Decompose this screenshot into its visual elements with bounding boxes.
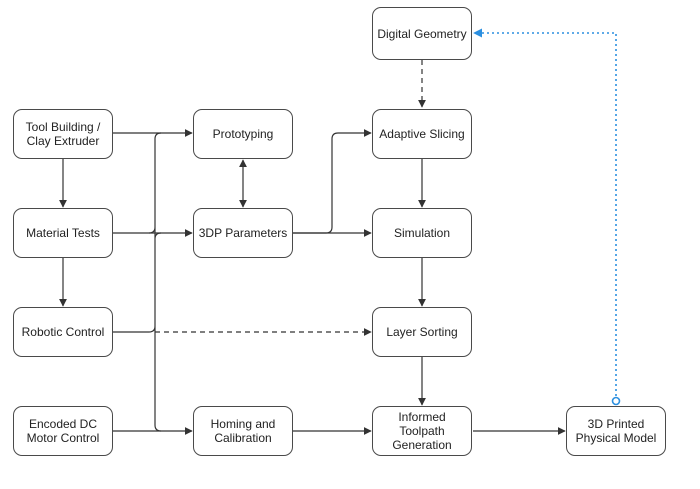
node-tool-building: Tool Building / Clay Extruder xyxy=(13,109,113,159)
node-label: Robotic Control xyxy=(21,325,105,339)
node-label: Layer Sorting xyxy=(386,325,458,339)
node-robotic-control: Robotic Control xyxy=(13,307,113,357)
node-3d-printed-model: 3D Printed Physical Model xyxy=(566,406,666,456)
node-encoded-dc: Encoded DC Motor Control xyxy=(13,406,113,456)
node-label: Encoded DC Motor Control xyxy=(26,417,100,445)
node-adaptive-slicing: Adaptive Slicing xyxy=(372,109,472,159)
node-label: Homing and Calibration xyxy=(210,417,276,445)
node-homing-calibration: Homing and Calibration xyxy=(193,406,293,456)
node-simulation: Simulation xyxy=(372,208,472,258)
node-label: Adaptive Slicing xyxy=(379,127,465,141)
node-label: Tool Building / Clay Extruder xyxy=(25,120,101,148)
node-label: Digital Geometry xyxy=(377,26,467,41)
feedback-origin-dot xyxy=(611,396,621,406)
node-label: Informed Toolpath Generation xyxy=(392,410,452,452)
node-3dp-parameters: 3DP Parameters xyxy=(193,208,293,258)
node-digital-geometry: Digital Geometry xyxy=(372,7,472,60)
node-label: 3D Printed Physical Model xyxy=(575,417,657,445)
node-label: Prototyping xyxy=(212,127,274,141)
edge-3dp-to-adaptive xyxy=(293,129,372,234)
node-informed-toolpath: Informed Toolpath Generation xyxy=(372,406,472,456)
node-material-tests: Material Tests xyxy=(13,208,113,258)
node-label: Simulation xyxy=(393,226,451,240)
node-label: Material Tests xyxy=(26,226,100,240)
edge-printed-to-digital-feedback xyxy=(473,28,617,401)
node-prototyping: Prototyping xyxy=(193,109,293,159)
bus-vertical xyxy=(113,132,162,432)
node-layer-sorting: Layer Sorting xyxy=(372,307,472,357)
node-label: 3DP Parameters xyxy=(198,226,288,240)
